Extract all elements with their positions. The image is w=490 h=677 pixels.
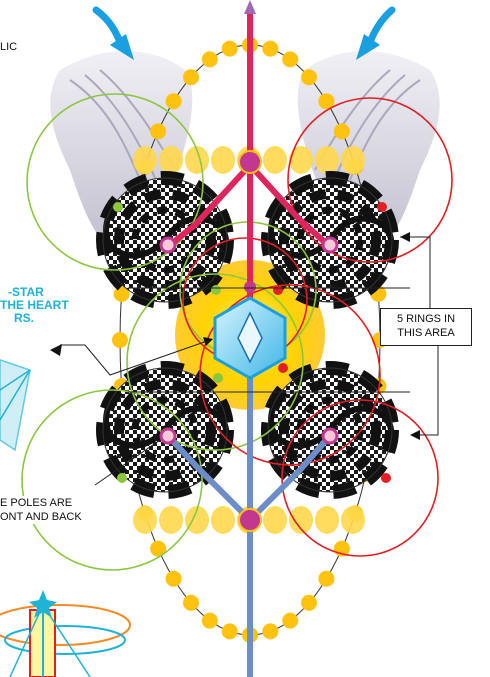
gold-band-bead (315, 146, 339, 174)
gold-bead (166, 93, 182, 109)
gold-band-bead (263, 506, 287, 534)
gold-band-bead (315, 506, 339, 534)
crystal-label-line2: THE HEART (0, 299, 69, 312)
gold-band-bead (159, 146, 183, 174)
gold-bead (318, 571, 334, 587)
gold-bead (112, 332, 128, 348)
gold-band-bead (133, 146, 157, 174)
top-left-label-fragment: LIC (0, 40, 17, 54)
gold-bead (166, 571, 182, 587)
gold-band-bead (289, 146, 313, 174)
gold-band-bead (341, 506, 365, 534)
gold-band-bead (159, 506, 183, 534)
gold-bead (334, 123, 350, 139)
gold-band-bead (133, 506, 157, 534)
gold-band-bead (263, 146, 287, 174)
gold-bead (150, 123, 166, 139)
gold-bead (282, 51, 298, 67)
gold-bead (282, 613, 298, 629)
star-column-icon (0, 590, 130, 677)
gold-band-bead (211, 506, 235, 534)
prism-crystal-icon (0, 360, 30, 450)
rings-label-line2: THIS AREA (381, 326, 471, 340)
poles-label-line2: ONT AND BACK (0, 510, 82, 524)
gold-bead (202, 613, 218, 629)
gold-bead (202, 51, 218, 67)
gold-band-bead (341, 146, 365, 174)
rings-label-line1: 5 RINGS IN (381, 312, 471, 326)
poles-label-line1: E POLES ARE (0, 496, 72, 510)
gold-bead (301, 595, 317, 611)
gold-bead (183, 595, 199, 611)
axis-arrowhead-icon (244, 0, 256, 14)
gold-band-bead (211, 146, 235, 174)
gold-bead (301, 69, 317, 85)
gold-bead (222, 623, 238, 639)
rings-callout-box: 5 RINGS IN THIS AREA (380, 308, 472, 346)
gold-bead (262, 41, 278, 57)
gold-bead (222, 41, 238, 57)
crystal-label-line3: RS. (14, 312, 34, 325)
gold-bead (183, 69, 199, 85)
gold-bead (262, 623, 278, 639)
